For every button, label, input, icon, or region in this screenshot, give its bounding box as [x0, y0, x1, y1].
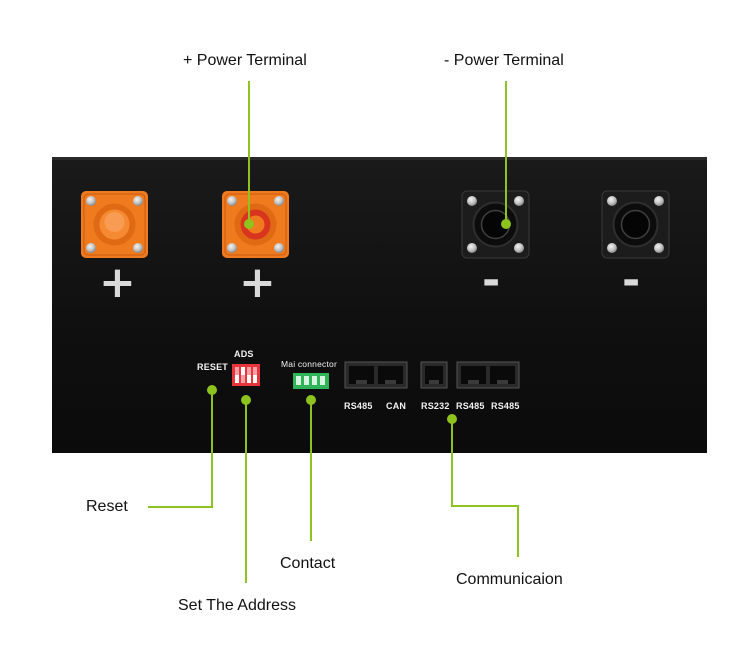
- callout-reset: Reset: [86, 498, 128, 515]
- ads-label: ADS: [234, 349, 254, 359]
- reset-label: RESET: [197, 362, 229, 372]
- port-label-can: CAN: [386, 401, 407, 411]
- dot-set-address: [241, 395, 251, 405]
- dot-reset: [207, 385, 217, 395]
- panel-top-edge: [52, 157, 707, 160]
- leader-reset: [148, 390, 213, 508]
- dot-communication: [447, 414, 457, 424]
- negative-terminal-1: [461, 190, 530, 259]
- port-label-rs485-3: RS485: [491, 401, 520, 411]
- positive-terminal-1: [81, 191, 148, 258]
- port-label-rs232: RS232: [421, 401, 450, 411]
- callout-set-address: Set The Address: [178, 597, 296, 614]
- minus-sign-1: -: [482, 255, 501, 306]
- plus-sign-2: +: [239, 257, 276, 308]
- rs485-port-pair: [456, 361, 520, 389]
- callout-contact: Contact: [280, 555, 336, 572]
- main-connector-label: Mai connector: [281, 359, 337, 369]
- dip-switch: [232, 364, 260, 386]
- leader-lines: [148, 81, 519, 583]
- negative-terminal-2: [601, 190, 670, 259]
- main-connector-block: [293, 373, 329, 389]
- dot-pos-terminal: [244, 219, 254, 229]
- port-label-rs485-1: RS485: [344, 401, 373, 411]
- rs232-port: [420, 361, 448, 389]
- positive-terminal-2: [222, 191, 289, 258]
- leader-communication: [451, 419, 519, 557]
- minus-sign-2: -: [622, 255, 641, 306]
- leader-dots: [207, 219, 511, 424]
- dot-contact: [306, 395, 316, 405]
- dot-neg-terminal: [501, 219, 511, 229]
- callout-pos-terminal: + Power Terminal: [183, 52, 307, 69]
- plus-sign-1: +: [99, 257, 136, 308]
- battery-front-panel: + + - - RESET ADS Mai connector RS485 CA…: [52, 157, 707, 453]
- port-label-rs485-2: RS485: [456, 401, 485, 411]
- rs485-can-port-pair: [344, 361, 408, 389]
- callout-neg-terminal: - Power Terminal: [444, 52, 564, 69]
- callout-communication: Communicaion: [456, 571, 563, 588]
